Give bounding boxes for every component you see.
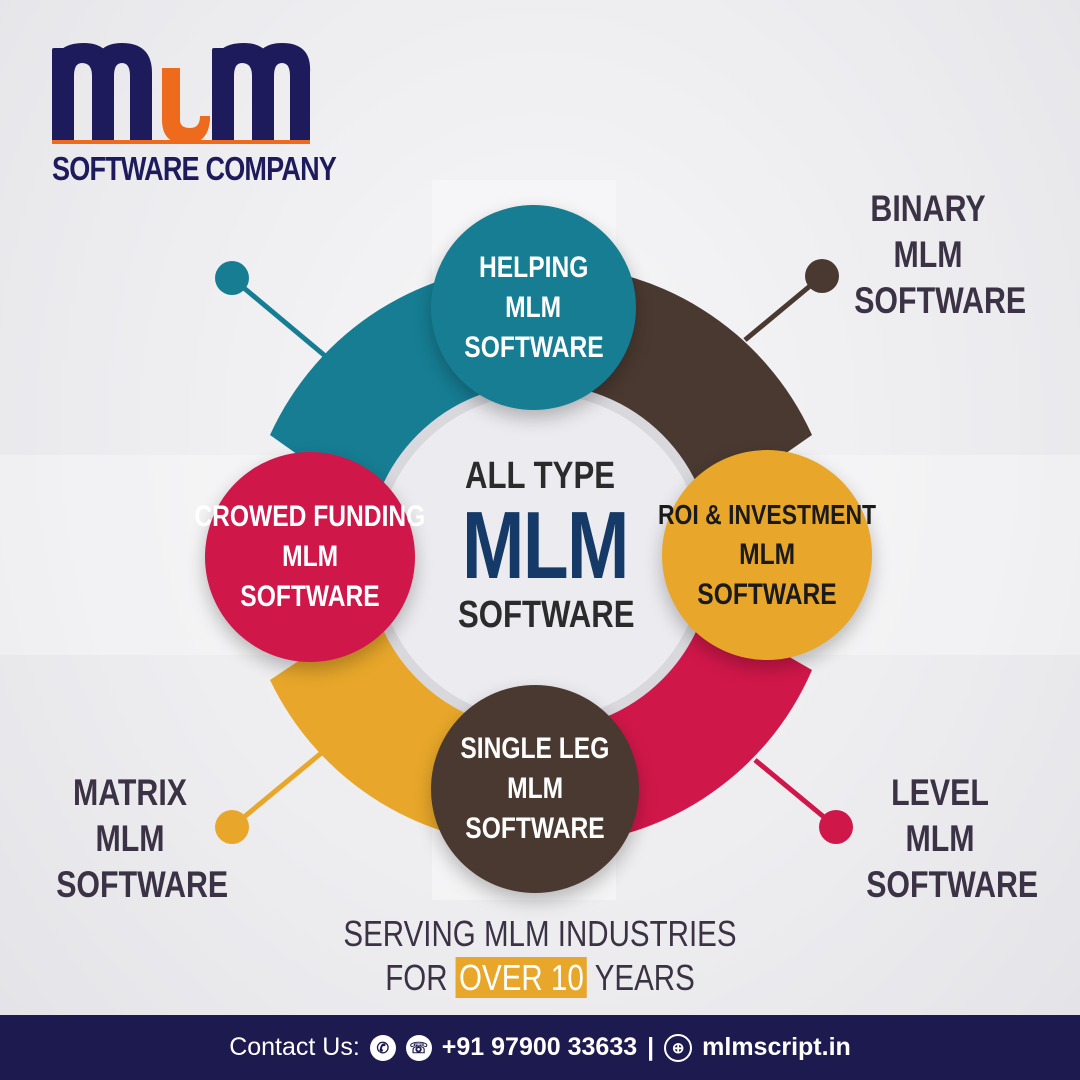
circle-roi-investment: ROI & INVESTMENT MLM SOFTWARE bbox=[658, 450, 876, 660]
serving-line2: FOR OVER 10 YEARS bbox=[294, 956, 786, 1000]
label-matrix-line2: MLM bbox=[95, 818, 165, 859]
dot-gold bbox=[215, 810, 249, 844]
dot-crimson bbox=[819, 810, 853, 844]
connector-gold bbox=[230, 748, 327, 829]
dot-brown bbox=[805, 259, 839, 293]
circle-helping-line1: HELPING bbox=[478, 250, 589, 284]
website-link[interactable]: mlmscript.in bbox=[702, 1033, 851, 1061]
circle-roi-line2: MLM bbox=[738, 538, 796, 571]
connector-crimson bbox=[753, 758, 838, 829]
whatsapp-icon: ☏ bbox=[405, 1034, 432, 1061]
serving-years: YEARS bbox=[594, 957, 695, 998]
connector-teal bbox=[230, 276, 332, 362]
circle-single-line1: SINGLE LEG bbox=[460, 732, 610, 765]
serving-line1: SERVING MLM INDUSTRIES bbox=[343, 913, 737, 954]
center-text: ALL TYPE MLM SOFTWARE bbox=[440, 455, 640, 637]
serving-tagline: SERVING MLM INDUSTRIES FOR OVER 10 YEARS bbox=[240, 912, 840, 1000]
serving-highlight: OVER 10 bbox=[455, 957, 588, 998]
circle-crowd-funding: CROWED FUNDING MLM SOFTWARE bbox=[195, 452, 425, 662]
footer-separator: | bbox=[647, 1033, 655, 1061]
center-bottom-text: SOFTWARE bbox=[458, 594, 635, 636]
circle-crowd-line2: MLM bbox=[281, 540, 339, 573]
circle-single-line3: SOFTWARE bbox=[465, 812, 605, 845]
circle-helping: HELPING MLM SOFTWARE bbox=[431, 205, 636, 410]
label-matrix: MATRIX MLM SOFTWARE bbox=[56, 770, 229, 908]
label-level: LEVEL MLM SOFTWARE bbox=[866, 770, 1039, 908]
circle-crowd-line1: CROWED FUNDING bbox=[194, 500, 426, 533]
label-binary-line3: SOFTWARE bbox=[854, 280, 1027, 321]
center-top-text: ALL TYPE bbox=[464, 455, 616, 497]
contact-footer: Contact Us: ✆ ☏ +91 97900 33633 | ⊕ mlms… bbox=[0, 1015, 1080, 1080]
label-level-line3: SOFTWARE bbox=[866, 864, 1039, 905]
contact-label: Contact Us: bbox=[229, 1033, 360, 1061]
phone-link[interactable]: +91 97900 33633 bbox=[441, 1033, 638, 1061]
serving-for: FOR bbox=[385, 957, 448, 998]
circle-helping-line3: SOFTWARE bbox=[463, 330, 604, 364]
circle-helping-line2: MLM bbox=[505, 290, 562, 324]
company-name: SOFTWARE COMPANY bbox=[52, 150, 337, 187]
label-binary-line1: BINARY bbox=[870, 188, 986, 229]
mlm-logo bbox=[52, 43, 311, 144]
globe-icon: ⊕ bbox=[664, 1033, 693, 1062]
circle-roi-line1: ROI & INVESTMENT bbox=[657, 499, 877, 530]
center-main-text: MLM bbox=[462, 492, 629, 599]
label-binary: BINARY MLM SOFTWARE bbox=[854, 186, 1027, 324]
circle-roi-line3: SOFTWARE bbox=[697, 578, 837, 611]
label-matrix-line1: MATRIX bbox=[72, 772, 188, 813]
circle-single-line2: MLM bbox=[506, 772, 564, 805]
label-level-line2: MLM bbox=[905, 818, 975, 859]
circle-single-leg: SINGLE LEG MLM SOFTWARE bbox=[431, 685, 639, 893]
label-matrix-line3: SOFTWARE bbox=[56, 864, 229, 905]
label-level-line1: LEVEL bbox=[891, 772, 989, 813]
circle-crowd-line3: SOFTWARE bbox=[240, 580, 380, 613]
label-binary-line2: MLM bbox=[893, 234, 963, 275]
phone-icon: ✆ bbox=[369, 1034, 396, 1061]
dot-teal bbox=[215, 261, 249, 295]
